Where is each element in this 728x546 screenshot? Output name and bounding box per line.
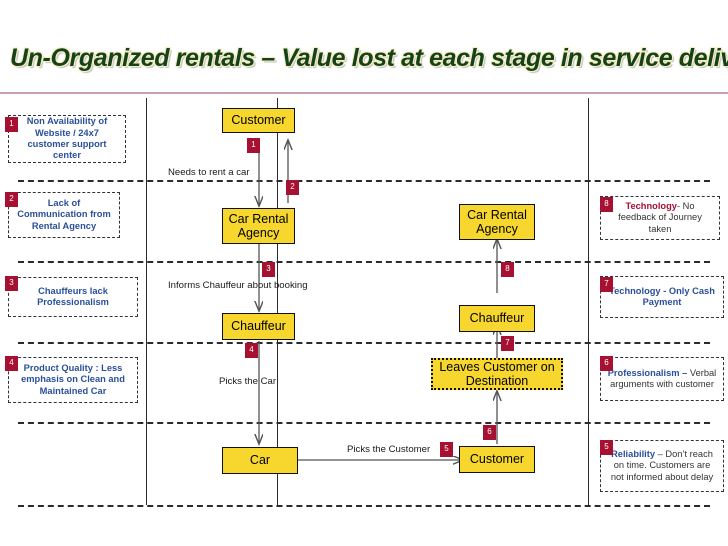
issue-badge-6: 6 [600, 356, 613, 371]
issue-badge-4: 4 [5, 356, 18, 371]
issue-badge-8-label: 8 [604, 199, 609, 208]
flow-badge-2-label: 2 [290, 182, 295, 191]
process-box-agency-left[interactable]: Car Rental Agency [222, 208, 295, 244]
issue-box-8-text: Technology- No feedback of Journey taken [606, 201, 714, 235]
issue-badge-2-label: 2 [9, 194, 14, 203]
flow-badge-7: 7 [501, 336, 514, 351]
process-box-car-label: Car [249, 453, 271, 468]
flow-badge-3: 3 [262, 262, 275, 277]
flow-badge-5-label: 5 [444, 444, 449, 453]
issue-box-5-text: Reliability – Don’t reach on time. Custo… [606, 449, 718, 483]
issue-box-7[interactable]: Technology - Only Cash Payment [600, 276, 724, 318]
flow-badge-4: 4 [245, 343, 258, 358]
issue-badge-3: 3 [5, 276, 18, 291]
flow-badge-1: 1 [247, 138, 260, 153]
swimlane-divider-right [588, 98, 589, 505]
flow-label-picks-car: Picks the Car [219, 376, 276, 387]
issue-box-6-bold: Professionalism – [607, 367, 688, 378]
process-box-customer-top[interactable]: Customer [222, 108, 295, 133]
flow-badge-2: 2 [286, 180, 299, 195]
issue-badge-5-label: 5 [604, 442, 609, 451]
flow-badge-7-label: 7 [505, 338, 510, 347]
flow-label-informs-chauffeur: Informs Chauffeur about booking [168, 280, 308, 291]
stage-divider-5 [18, 505, 710, 507]
flow-badge-6: 6 [483, 425, 496, 440]
page-title: Un-Organized rentals – Value lost at eac… [10, 44, 728, 72]
issue-badge-3-label: 3 [9, 278, 14, 287]
process-box-customer-top-label: Customer [231, 113, 286, 128]
process-box-leaves-destination[interactable]: Leaves Customer on Destination [431, 358, 563, 390]
issue-box-6-text: Professionalism – Verbal arguments with … [606, 368, 718, 391]
process-box-leaves-destination-label: Leaves Customer on Destination [439, 359, 555, 388]
process-box-customer-bottom-label: Customer [469, 452, 525, 467]
issue-box-3[interactable]: Chauffeurs lack Professionalism [8, 277, 138, 317]
issue-box-8-rest: - No feedback of Journey taken [618, 201, 702, 234]
issue-box-1[interactable]: Non Availability of Website / 24x7 custo… [8, 115, 126, 163]
stage-divider-1 [18, 180, 710, 182]
flow-label-informs-chauffeur-text: Informs Chauffeur about booking [168, 280, 308, 291]
issue-box-2-text: Lack of Communication from Rental Agency [17, 198, 111, 231]
issue-box-1-text: Non Availability of Website / 24x7 custo… [26, 116, 108, 161]
process-box-agency-right[interactable]: Car Rental Agency [459, 204, 535, 240]
flow-badge-4-label: 4 [249, 345, 254, 354]
issue-badge-4-label: 4 [9, 358, 14, 367]
issue-box-7-text: Technology - Only Cash Payment [606, 286, 718, 309]
issue-box-5-rest: – Don’t reach on time. Customers are not… [610, 449, 714, 482]
issue-box-4[interactable]: Product Quality : Less emphasis on Clean… [8, 357, 138, 403]
issue-box-4-text: Product Quality : Less emphasis on Clean… [21, 363, 125, 396]
issue-box-6[interactable]: Professionalism – Verbal arguments with … [600, 357, 724, 401]
issue-box-7-rest: Only Cash Payment [642, 285, 715, 307]
title-divider [0, 92, 728, 94]
process-box-chauffeur-right-label: Chauffeur [469, 311, 525, 326]
process-box-agency-left-label: Car Rental Agency [228, 211, 289, 240]
flow-badge-1-label: 1 [251, 140, 256, 149]
issue-box-7-bold: Technology - [609, 285, 667, 296]
flow-badge-8-label: 8 [505, 264, 510, 273]
stage-divider-2 [18, 261, 710, 263]
issue-badge-7-label: 7 [604, 279, 609, 288]
flow-badge-6-label: 6 [487, 427, 492, 436]
process-box-agency-right-label: Car Rental Agency [467, 207, 527, 236]
issue-badge-2: 2 [5, 192, 18, 207]
stage-divider-4 [18, 422, 710, 424]
issue-box-6-rest: Verbal arguments with customer [610, 367, 717, 389]
issue-box-8[interactable]: Technology- No feedback of Journey taken [600, 196, 720, 240]
flow-label-needs-rent: Needs to rent a car [168, 167, 250, 178]
swimlane-divider-mid [277, 98, 278, 505]
issue-box-2[interactable]: Lack of Communication from Rental Agency [8, 192, 120, 238]
issue-badge-7: 7 [600, 277, 613, 292]
process-box-car[interactable]: Car [222, 447, 298, 474]
process-box-chauffeur-left[interactable]: Chauffeur [222, 313, 295, 340]
swimlane-divider-left [146, 98, 147, 505]
issue-box-5-bold: Reliability [611, 449, 656, 459]
flow-label-picks-customer: Picks the Customer [347, 444, 430, 455]
issue-badge-1-label: 1 [9, 119, 14, 128]
issue-box-3-text: Chauffeurs lack Professionalism [37, 285, 109, 307]
issue-box-8-bold: Technology [625, 201, 677, 211]
issue-badge-1: 1 [5, 117, 18, 132]
issue-badge-8: 8 [600, 197, 613, 212]
flow-badge-5: 5 [440, 442, 453, 457]
flow-label-picks-car-text: Picks the Car [219, 376, 277, 387]
process-box-chauffeur-left-label: Chauffeur [231, 319, 286, 334]
issue-badge-5: 5 [600, 440, 613, 455]
process-box-customer-bottom[interactable]: Customer [459, 446, 535, 473]
issue-badge-6-label: 6 [604, 358, 609, 367]
process-box-chauffeur-right[interactable]: Chauffeur [459, 305, 535, 332]
issue-box-5[interactable]: Reliability – Don’t reach on time. Custo… [600, 440, 724, 492]
flow-label-needs-rent-text: Needs to rent a car [168, 167, 250, 178]
flow-badge-3-label: 3 [266, 264, 271, 273]
flow-label-picks-customer-text: Picks the Customer [347, 444, 431, 455]
flow-badge-8: 8 [501, 262, 514, 277]
stage-divider-3 [18, 342, 710, 344]
title-bar: Un-Organized rentals – Value lost at eac… [0, 44, 728, 90]
